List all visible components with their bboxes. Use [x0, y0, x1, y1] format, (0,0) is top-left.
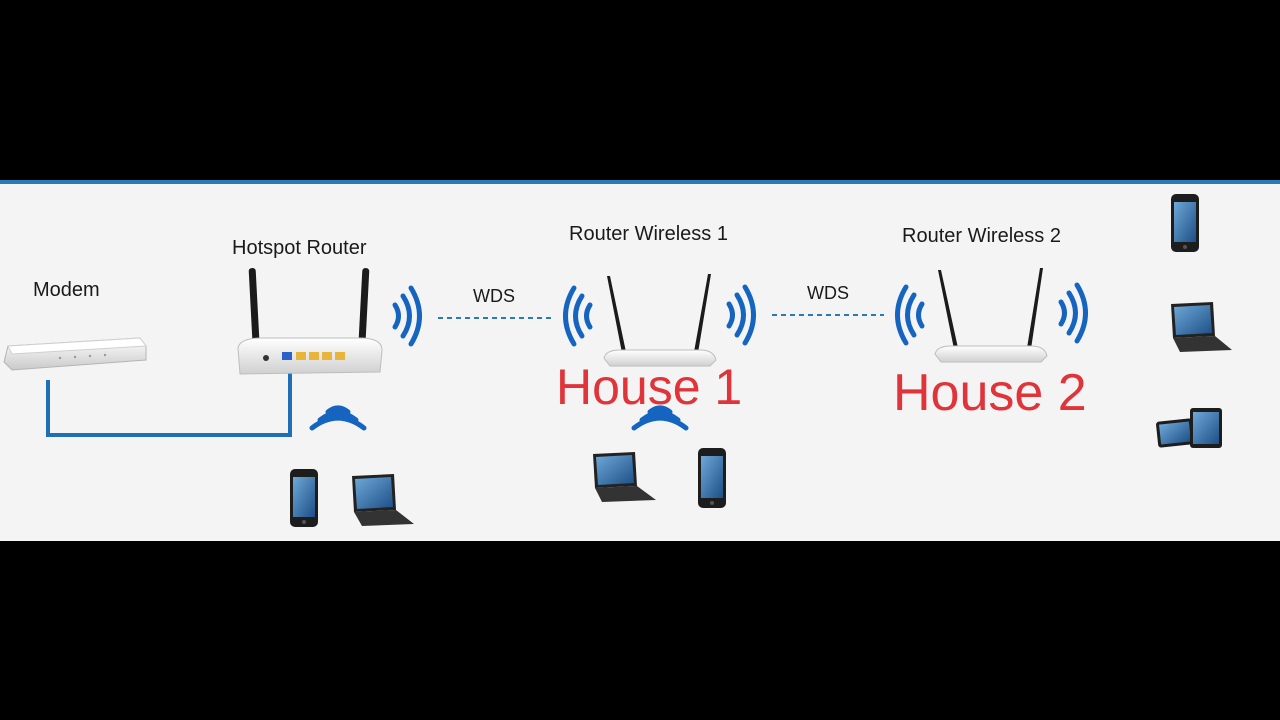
wifi-signal-icon: [895, 284, 925, 346]
router-wireless-1-icon: [603, 274, 717, 367]
wds-label-1: WDS: [473, 286, 515, 306]
panel-top-border: [0, 180, 1280, 184]
wifi-signal-icon: [309, 405, 367, 431]
laptop-icon: [352, 474, 414, 526]
laptop-icon: [593, 452, 656, 502]
wifi-signal-icon: [392, 285, 422, 347]
router-wireless-2-icon: [934, 268, 1048, 363]
smartphone-icon: [698, 448, 726, 508]
wifi-signal-icon: [1058, 282, 1088, 344]
wifi-signal-icon: [726, 284, 756, 346]
hotspot-router-icon: [237, 268, 383, 375]
smartphone-icon: [1171, 194, 1199, 252]
house-2-label: House 2: [893, 364, 1087, 422]
modem-icon: [3, 337, 147, 371]
modem-label: Modem: [33, 279, 100, 301]
ethernet-cable: [46, 360, 292, 437]
wifi-signal-icon: [563, 285, 593, 347]
router-wireless-2-label: Router Wireless 2: [902, 225, 1061, 247]
network-diagram: [3, 194, 1232, 527]
wifi-signal-icon: [631, 405, 689, 431]
tablet-icon: [1156, 408, 1222, 448]
smartphone-icon: [290, 469, 318, 527]
router-wireless-1-label: Router Wireless 1: [569, 223, 728, 245]
house-1-label: House 1: [556, 359, 743, 415]
wds-label-2: WDS: [807, 283, 849, 303]
laptop-icon: [1171, 302, 1232, 352]
hotspot-router-label: Hotspot Router: [232, 237, 367, 259]
